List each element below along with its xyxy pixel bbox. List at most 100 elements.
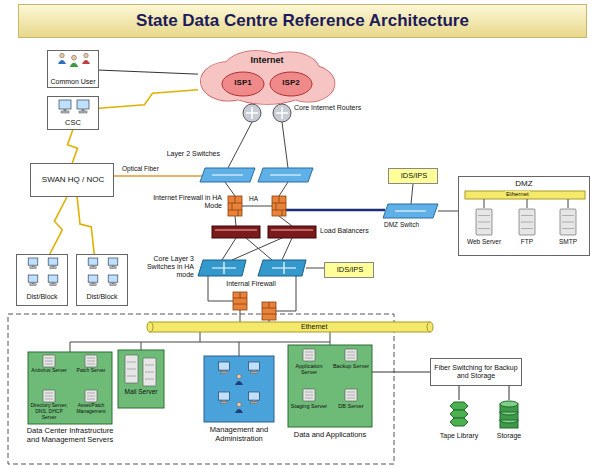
server-icon [478,228,490,229]
computer-icon [253,370,256,372]
server-panel [118,350,164,408]
server-node: Web Server [464,207,504,251]
node-text: IDS/IPS [327,266,373,275]
computer-icon [50,284,56,286]
noc-box: SWAN HQ / NOC [30,163,114,197]
server-icon [521,215,533,216]
computer-icon [90,284,96,286]
zone-boundary [8,314,394,464]
computer-icon [48,258,58,265]
server-icon [45,399,53,400]
server-group: Application ServerBackup ServerStaging S… [288,345,372,455]
computer-icon [223,370,226,372]
node-text: Web Server [464,238,504,245]
node-text: IDS/IPS [391,172,437,181]
server-icon [125,355,138,383]
server-icon [521,222,533,223]
device-label: Internet Firewall in HA Mode [150,194,222,210]
computer-icon [110,267,116,269]
node-text: Data and Applications [288,431,372,440]
load-balancer-symbol [215,229,313,231]
computer-icon [249,362,260,370]
server-icon [347,398,355,399]
computer-icon [219,362,230,370]
person-icon [60,53,64,57]
server-icon [87,361,95,362]
node-text: Application Server [288,363,330,376]
computer-icon [223,400,226,402]
computer-icon [48,275,58,282]
server-panel [288,345,372,427]
isp-cloud: ISP2 [270,72,312,96]
node-text: Backup Server [330,363,372,369]
server-icon [87,358,95,359]
device-label: Ethernet [300,323,328,331]
server-icon [87,396,95,397]
server-icon [305,352,313,353]
server-icon [560,209,576,235]
server-icon [43,390,55,402]
person-icon [84,53,88,57]
fiber-switch-box: Fiber Switching for Backup and Storage [430,358,522,386]
server-icon [562,228,574,229]
server-icon [347,355,355,356]
node-text: SMTP [550,238,586,245]
link-line [372,372,430,373]
csc-box: CSC [47,96,99,130]
device-label: Core Layer 3 Switches in HA mode [128,255,194,279]
storage-icon [500,401,518,407]
server-icon [127,362,136,363]
tape-library: Tape Library [436,400,482,444]
server-panel [28,352,112,424]
link-line [77,197,94,254]
node-text: Asset/Patch Management [70,403,112,415]
node-text: Common User [49,78,97,86]
load-balancer-symbol [268,226,316,238]
device-label: Load Balancers [320,227,390,235]
network-wire [306,268,324,269]
node-art [118,350,164,408]
dmz-trunk [286,209,385,212]
computer-icon [82,109,85,111]
network-wire [242,206,272,207]
server-icon [45,396,53,397]
router-symbol [246,107,288,119]
node-text: Internet [238,55,296,65]
optical-fiber-link [114,175,202,177]
computer-icon [220,402,227,404]
ethernet-bus [147,322,153,332]
server-icon [127,369,136,370]
device-label: Core Internet Routers [294,104,404,112]
tape-icon [450,418,468,426]
computer-icon [28,258,38,265]
network-wire [527,199,528,208]
isp-shape [270,72,312,96]
computer-icon [77,100,89,109]
server-icon [478,222,490,223]
server-icon [85,355,97,367]
load-balancer-symbol [212,226,260,238]
computer-icon [250,402,257,404]
link-line [99,90,198,108]
computer-icon [108,275,118,282]
person-icon [70,63,79,67]
server-icon [305,398,313,399]
tape-icon [450,410,468,418]
node-text: Mail Server [119,388,163,395]
tape-icon [450,402,468,410]
computer-icon [253,400,256,402]
device-label: DMZ Switch [384,221,444,228]
dmz-trunk [286,210,385,211]
device-label: Internal Firewall [220,280,282,288]
link-line [509,386,510,400]
person-icon [58,60,66,64]
person-icon [235,409,243,413]
server-icon [45,361,53,362]
server-icon [85,390,97,402]
server-icon [145,372,154,373]
server-icon [145,379,154,380]
server-icon [345,349,357,361]
node-text: Directory Server, DNS, DHCP Server [28,403,70,420]
